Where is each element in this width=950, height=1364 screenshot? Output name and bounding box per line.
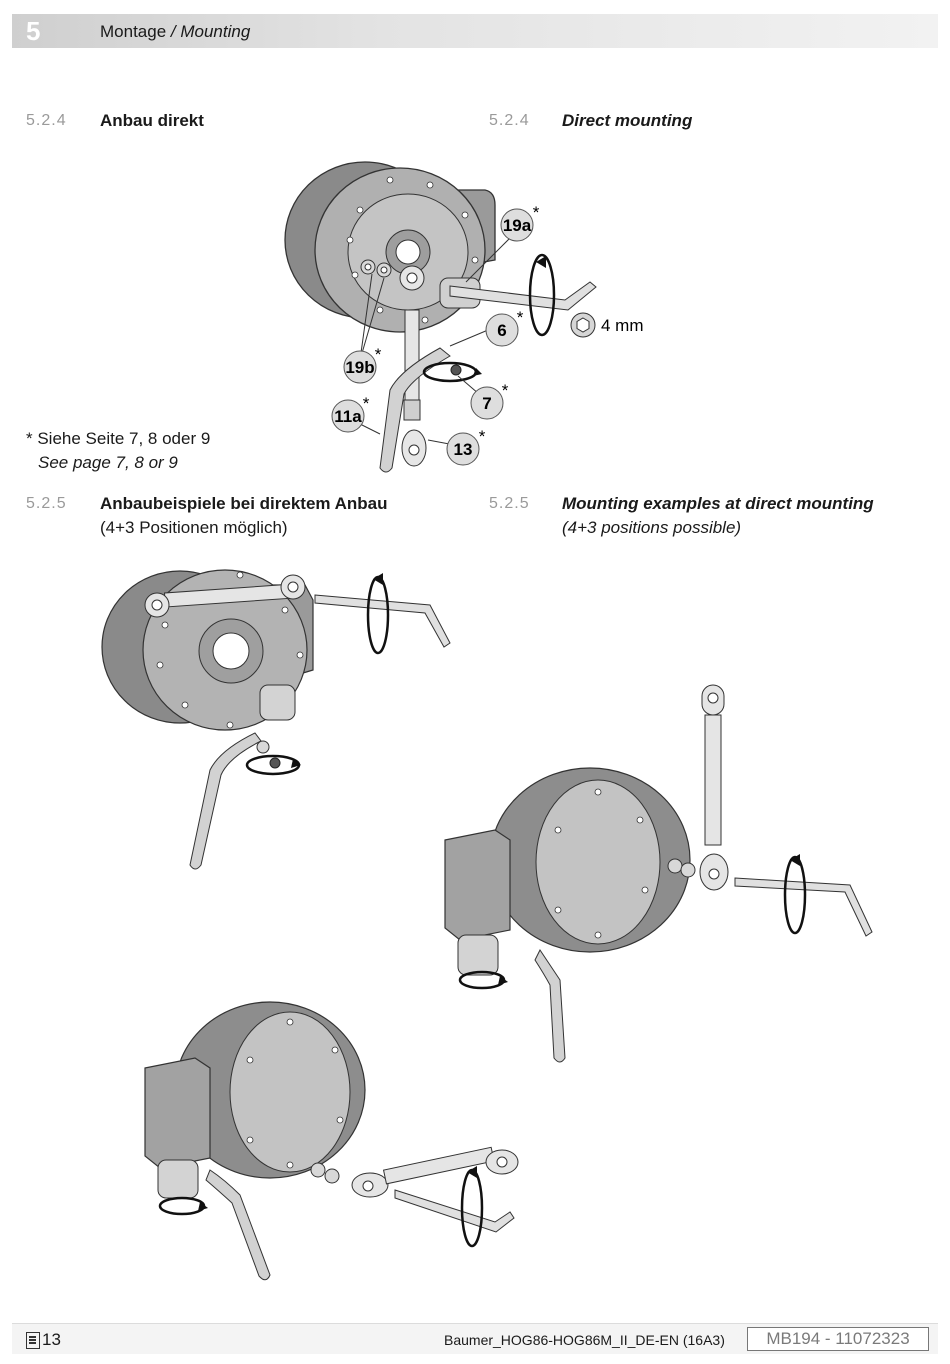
footnote-en: See page 7, 8 or 9 — [38, 453, 178, 472]
chapter-title-de: Montage — [100, 22, 167, 41]
callout-11a: 11a — [334, 407, 362, 426]
callout-13-asterisk: * — [479, 427, 486, 446]
document-code: MB194 - 11072323 — [747, 1327, 929, 1351]
section-525-number-de: 5.2.5 — [26, 495, 67, 512]
page-icon — [26, 1332, 40, 1349]
chapter-title: Montage / Mounting — [100, 22, 250, 42]
section-524-number-de: 5.2.4 — [26, 112, 67, 129]
chapter-title-en: Mounting — [180, 22, 251, 41]
callout-19b-asterisk: * — [375, 345, 382, 364]
document-name: Baumer_HOG86-HOG86M_II_DE-EN (16A3) — [444, 1332, 725, 1348]
direct-mounting-illustration: 4 mm 19a * 6 * 7 * 13 * 19b * 11a * — [284, 161, 644, 473]
callout-11a-asterisk: * — [363, 394, 370, 413]
section-525-number-en: 5.2.5 — [489, 495, 530, 512]
chapter-header: 5 Montage / Mounting — [12, 14, 938, 48]
section-525-subtitle-en: (4+3 positions possible) — [562, 518, 742, 537]
section-525-title-de: Anbaubeispiele bei direktem Anbau — [100, 494, 388, 513]
callout-13: 13 — [454, 440, 473, 459]
chapter-title-separator: / — [166, 22, 181, 41]
callout-19a-asterisk: * — [533, 203, 540, 222]
footnote-de: * Siehe Seite 7, 8 oder 9 — [26, 429, 211, 448]
callout-6-asterisk: * — [517, 308, 524, 327]
chapter-number: 5 — [26, 16, 41, 46]
wrench-size-label: 4 mm — [601, 316, 644, 335]
mounting-example-2 — [444, 684, 873, 1063]
mounting-example-1 — [101, 569, 451, 870]
section-525-subtitle-de: (4+3 Positionen möglich) — [100, 518, 288, 537]
section-524-title-de: Anbau direkt — [100, 111, 204, 130]
section-525-title-en: Mounting examples at direct mounting — [562, 494, 874, 513]
section-524-number-en: 5.2.4 — [489, 112, 530, 129]
page-number: 13 — [42, 1330, 61, 1349]
callout-7: 7 — [482, 394, 491, 413]
callout-7-asterisk: * — [502, 381, 509, 400]
callout-19b: 19b — [345, 358, 374, 377]
section-524-title-en: Direct mounting — [562, 111, 693, 130]
page-footer: 13 Baumer_HOG86-HOG86M_II_DE-EN (16A3) M… — [12, 1323, 938, 1354]
callout-6: 6 — [497, 321, 506, 340]
callout-19a: 19a — [503, 216, 532, 235]
mounting-example-3 — [144, 1001, 519, 1281]
